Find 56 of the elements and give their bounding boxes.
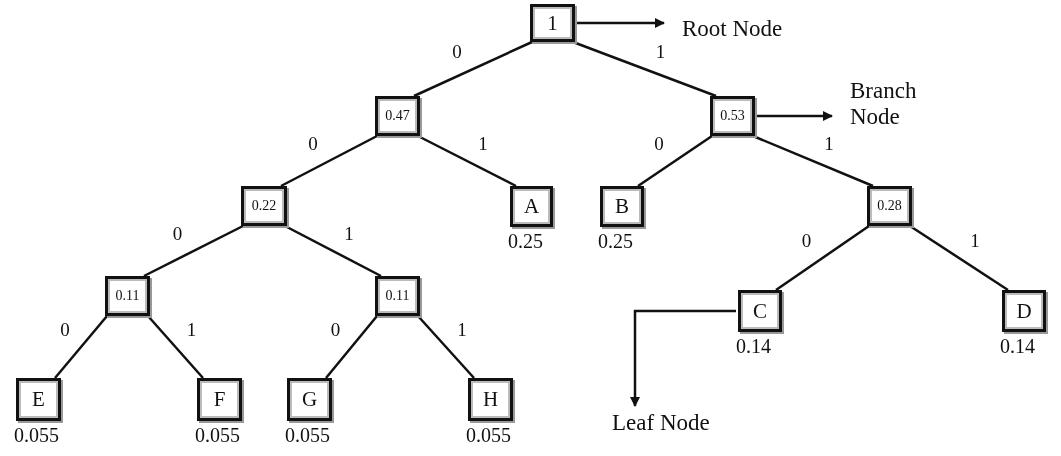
tree-branch-line xyxy=(284,224,382,278)
annotation-label: Root Node xyxy=(682,16,792,44)
arrow xyxy=(756,111,833,121)
probability-label: 0.14 xyxy=(1000,336,1035,356)
arrow xyxy=(576,18,665,28)
node-value: G xyxy=(301,389,318,410)
tree-branch-line xyxy=(325,315,378,379)
tree-node-box xyxy=(375,96,420,136)
probability-label: 0.055 xyxy=(195,425,240,445)
node-value: C xyxy=(753,300,767,322)
node-value: 0.53 xyxy=(720,109,745,123)
node-value: 0.47 xyxy=(385,109,410,123)
tree-branch-line xyxy=(637,134,713,188)
tree-branch-line xyxy=(280,134,378,188)
tree-branch-line xyxy=(413,40,533,98)
tree-branch-line xyxy=(417,315,475,379)
tree-branch-line xyxy=(775,224,870,292)
tree-node-box xyxy=(197,378,242,421)
node-value: D xyxy=(1016,300,1032,322)
probability-label: 0.055 xyxy=(285,425,330,445)
tree-branch-line xyxy=(417,134,517,188)
tree-node-box xyxy=(105,276,150,316)
tree-node-box xyxy=(468,378,513,421)
node-value: E xyxy=(32,389,45,410)
probability-label: 0.25 xyxy=(508,231,543,251)
arrow xyxy=(630,309,736,407)
tree-node-box xyxy=(287,378,332,421)
node-value: 0.11 xyxy=(385,289,410,303)
node-value: 0.11 xyxy=(115,289,140,303)
node-value: F xyxy=(213,389,226,410)
tree-branch-line xyxy=(147,315,204,379)
tree-node-box xyxy=(600,186,644,227)
tree-branch-line xyxy=(143,224,244,278)
node-value: H xyxy=(482,389,499,410)
node-value: B xyxy=(615,196,629,217)
probability-label: 0.055 xyxy=(466,425,511,445)
node-value: A xyxy=(523,196,540,217)
node-value: 0.28 xyxy=(877,199,902,213)
tree-node-box xyxy=(241,186,287,226)
node-value: 1 xyxy=(547,12,558,34)
probability-label: 0.14 xyxy=(736,336,771,356)
tree-node-box xyxy=(510,186,553,227)
tree-node-box xyxy=(738,290,782,332)
tree-node-box xyxy=(16,378,61,421)
node-value: 0.22 xyxy=(251,199,277,213)
probability-label: 0.25 xyxy=(598,231,633,251)
tree-node-box xyxy=(530,4,575,42)
tree-node-box xyxy=(1002,290,1046,332)
annotation-label: Leaf Node xyxy=(612,410,722,438)
tree-node-box xyxy=(710,96,755,136)
tree-branch-line xyxy=(54,315,108,379)
probability-label: 0.055 xyxy=(14,425,59,445)
annotation-label: Branch Node xyxy=(850,78,920,134)
tree-node-box xyxy=(375,276,420,316)
tree-branch-line xyxy=(909,224,1009,292)
tree-node-box xyxy=(867,186,912,226)
